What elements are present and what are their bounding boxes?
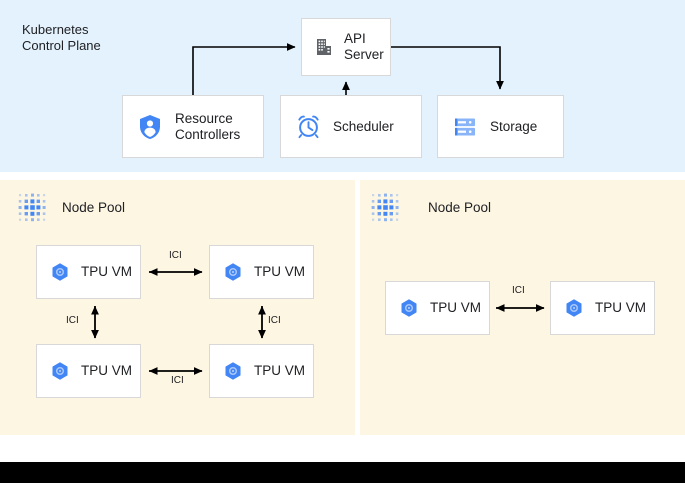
tpu-vm-label: TPU VM bbox=[254, 363, 306, 378]
shield-user-icon bbox=[137, 114, 163, 140]
control-plane-title: Kubernetes Control Plane bbox=[22, 22, 101, 53]
dot-grid-icon bbox=[370, 192, 404, 226]
tpu-vm-box[interactable]: TPU VM bbox=[209, 344, 314, 398]
tpu-vm-label: TPU VM bbox=[430, 300, 482, 315]
tpu-hexagon-icon bbox=[222, 361, 244, 381]
scheduler-label: Scheduler bbox=[333, 118, 394, 134]
tpu-hexagon-icon bbox=[49, 361, 71, 381]
api-server-box[interactable]: API Server bbox=[301, 18, 391, 76]
tpu-vm-box[interactable]: TPU VM bbox=[36, 344, 141, 398]
bottom-bar bbox=[0, 462, 685, 483]
api-server-label: API Server bbox=[344, 31, 384, 62]
node-pool-right-label: Node Pool bbox=[428, 200, 492, 215]
storage-rack-icon bbox=[452, 115, 478, 139]
ici-label: ICI bbox=[512, 285, 525, 296]
resource-controllers-label: Resource Controllers bbox=[175, 110, 241, 142]
tpu-vm-box[interactable]: TPU VM bbox=[209, 245, 314, 299]
tpu-vm-box[interactable]: TPU VM bbox=[385, 281, 490, 335]
tpu-vm-label: TPU VM bbox=[81, 264, 133, 279]
tpu-vm-box[interactable]: TPU VM bbox=[36, 245, 141, 299]
tpu-vm-box[interactable]: TPU VM bbox=[550, 281, 655, 335]
node-pool-left-label: Node Pool bbox=[62, 200, 126, 215]
tpu-hexagon-icon bbox=[49, 262, 71, 282]
server-building-icon bbox=[312, 37, 336, 57]
alarm-clock-icon bbox=[295, 114, 321, 139]
resource-controllers-box[interactable]: Resource Controllers bbox=[122, 95, 264, 158]
storage-label: Storage bbox=[490, 118, 538, 134]
tpu-hexagon-icon bbox=[398, 298, 420, 318]
scheduler-box[interactable]: Scheduler bbox=[280, 95, 422, 158]
dot-grid-icon bbox=[17, 192, 51, 226]
tpu-vm-label: TPU VM bbox=[595, 300, 647, 315]
ici-label: ICI bbox=[66, 315, 79, 326]
tpu-hexagon-icon bbox=[222, 262, 244, 282]
ici-label: ICI bbox=[268, 315, 281, 326]
ici-label: ICI bbox=[169, 250, 182, 261]
tpu-vm-label: TPU VM bbox=[254, 264, 306, 279]
tpu-hexagon-icon bbox=[563, 298, 585, 318]
storage-box[interactable]: Storage bbox=[437, 95, 564, 158]
tpu-vm-label: TPU VM bbox=[81, 363, 133, 378]
ici-label: ICI bbox=[171, 375, 184, 386]
